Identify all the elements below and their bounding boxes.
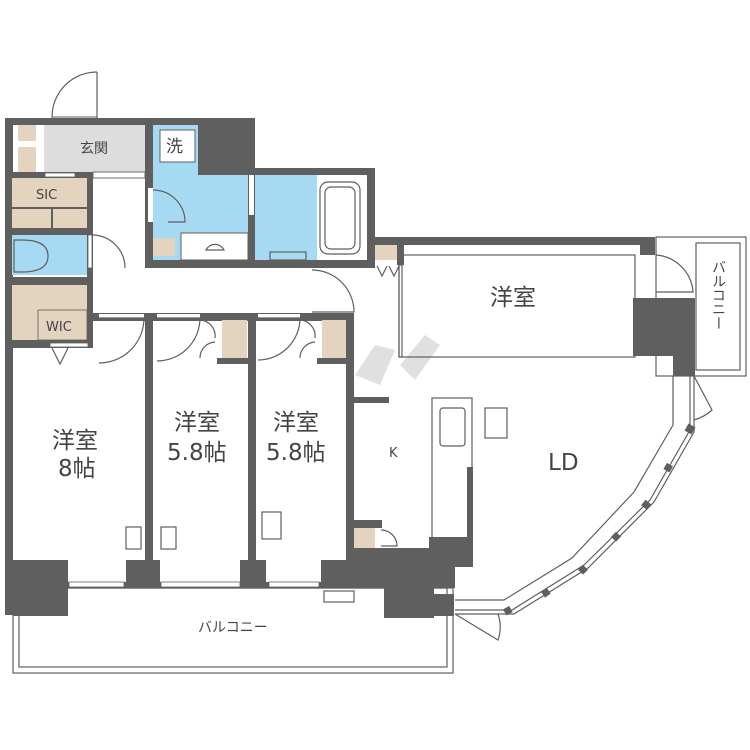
label-sentaku: 洗 [166, 137, 183, 157]
toilet-room [12, 235, 87, 275]
label-room3: 洋室 [273, 410, 319, 436]
wall-left [5, 118, 13, 588]
label-room1: 洋室 [52, 428, 98, 454]
bathroom [255, 175, 317, 260]
label-room1-size: 8帖 [58, 456, 96, 482]
label-genkan: 玄関 [80, 140, 108, 157]
ld-window-wall [455, 376, 696, 616]
label-ld: LD [548, 450, 579, 476]
label-room3-size: 5.8帖 [266, 440, 326, 466]
label-wic: WIC [46, 320, 72, 335]
sic-area [12, 178, 87, 228]
genkan-floor [44, 125, 145, 172]
label-room4: 洋室 [490, 285, 536, 311]
label-east-balcony: バルコニー [710, 260, 726, 330]
label-south-balcony: バルコニー [198, 620, 268, 636]
label-room2-size: 5.8帖 [167, 440, 227, 466]
label-room2: 洋室 [174, 410, 220, 436]
watermark [355, 335, 440, 385]
label-sic: SIC [36, 188, 57, 203]
entrance-door [51, 71, 98, 121]
label-kitchen: K [389, 446, 398, 461]
wall-top [5, 118, 255, 125]
